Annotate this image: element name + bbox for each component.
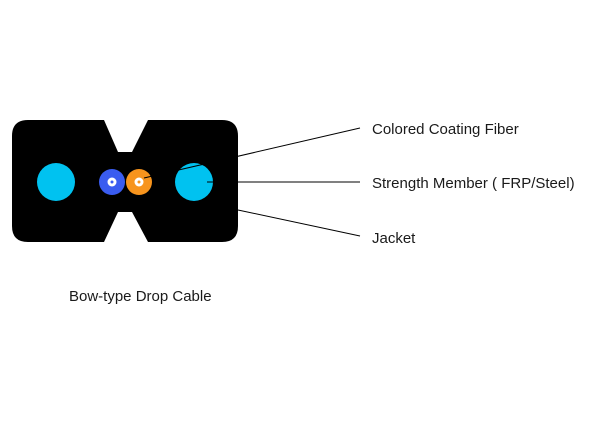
leader-line-jacket [237,209,361,237]
diagram-caption: Bow-type Drop Cable [69,288,212,305]
label-strength-member: Strength Member ( FRP/Steel) [372,175,575,192]
fiber-blue-core-dot [110,180,114,184]
strength-member-left [37,163,75,201]
label-fiber: Colored Coating Fiber [372,121,519,138]
label-jacket: Jacket [372,230,416,247]
fiber-orange-core-dot [137,180,141,184]
leader-line-fiber [143,127,361,179]
strength-member-right [175,163,213,201]
jacket-body [12,120,238,242]
